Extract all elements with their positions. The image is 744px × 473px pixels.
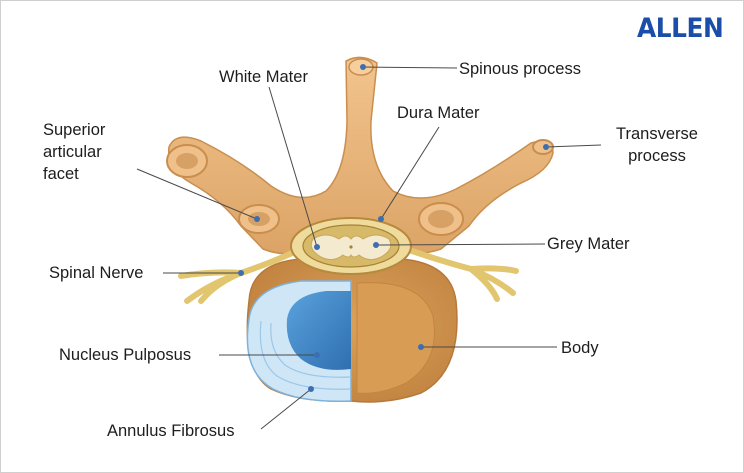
label-white-mater: White Mater xyxy=(219,68,308,86)
label-spinal-nerve: Spinal Nerve xyxy=(49,264,144,282)
label-superior-articular-facet: Superior articular facet xyxy=(43,121,106,183)
leader-lines xyxy=(136,64,602,430)
label-body: Body xyxy=(561,339,599,357)
label-nucleus-pulposus: Nucleus Pulposus xyxy=(59,346,192,364)
label-transverse-process: Transverse process xyxy=(616,125,698,165)
label-grey-mater: Grey Mater xyxy=(547,235,630,253)
right-spinal-nerve xyxy=(403,246,519,302)
label-annulus-fibrosus: Annulus Fibrosus xyxy=(107,422,235,440)
label-dura-mater: Dura Mater xyxy=(397,104,480,122)
label-spinous-process: Spinous process xyxy=(459,60,581,78)
allen-logo: ALLEN xyxy=(637,13,724,44)
nucleus-pulposus xyxy=(286,291,351,370)
